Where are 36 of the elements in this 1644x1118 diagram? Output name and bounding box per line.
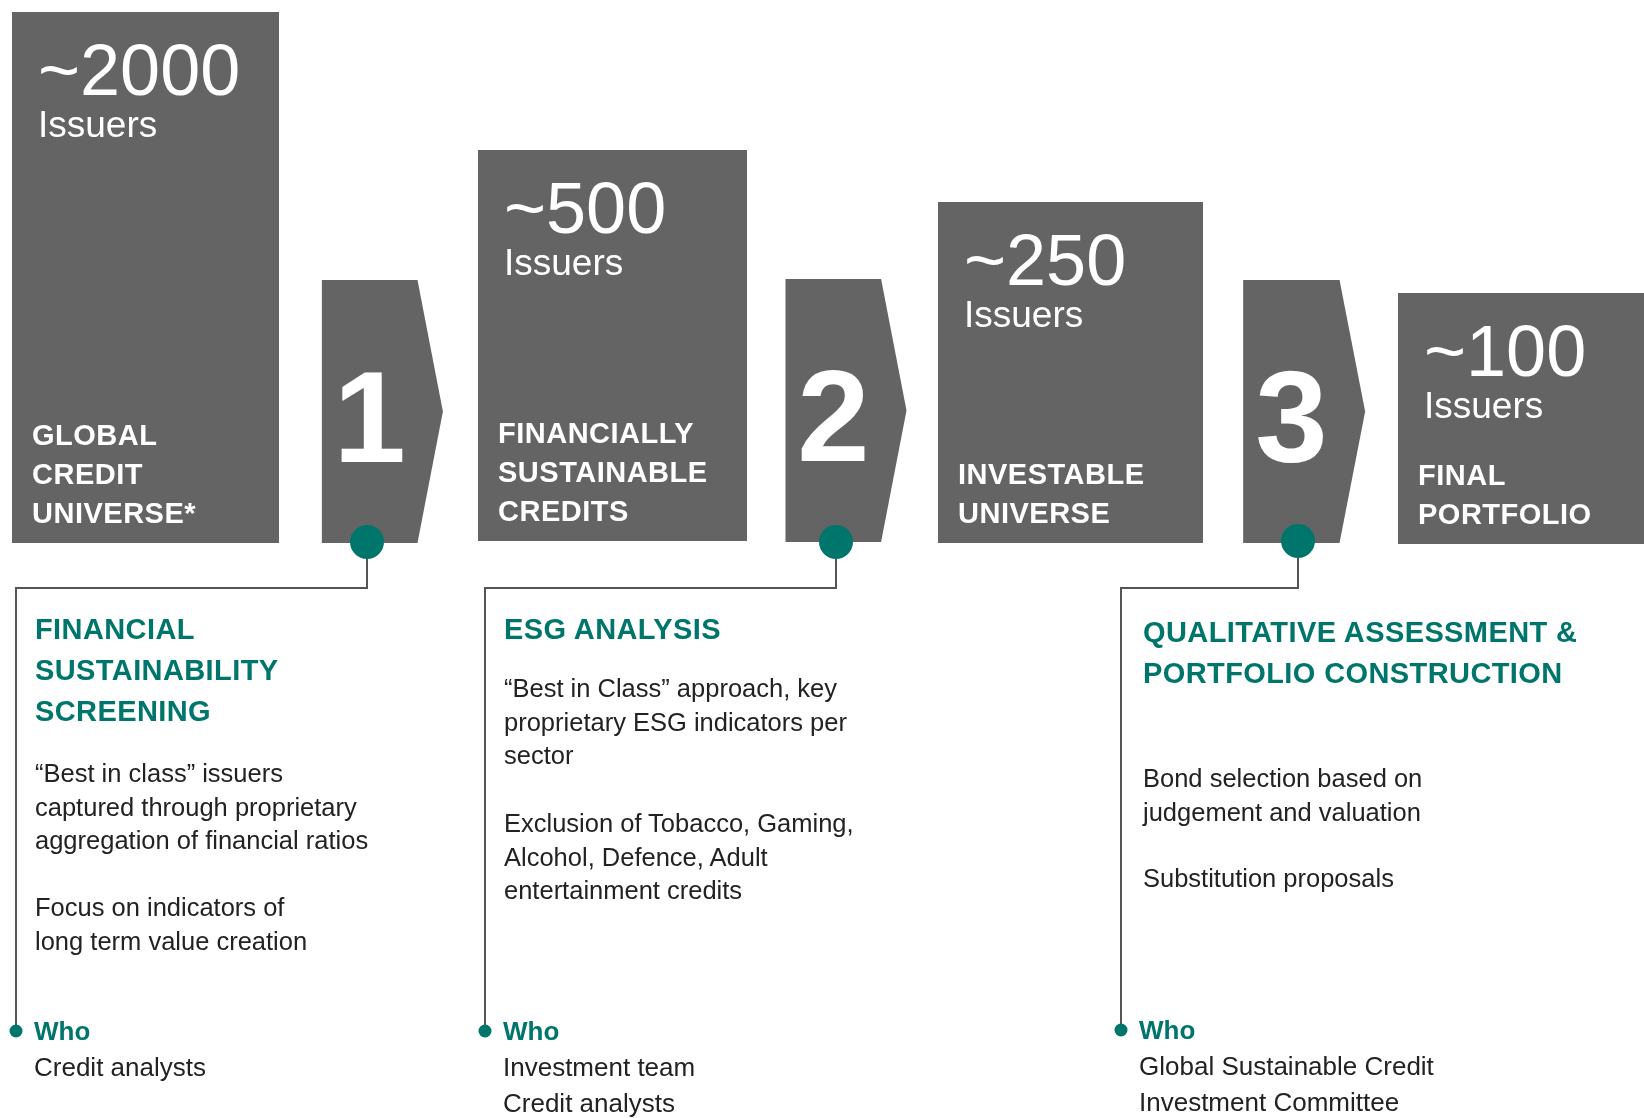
step-dot (350, 525, 384, 559)
stage-title: FINAL PORTFOLIO (1418, 458, 1593, 532)
issuer-count-box (478, 150, 747, 541)
step-heading: QUALITATIVE ASSESSMENT & PORTFOLIO CONSTRUCTION (1143, 615, 1579, 691)
issuer-count-box (938, 202, 1203, 543)
step-description: Exclusion of Tobacco, Gaming, Alcohol, Defence, Adult entertainment credits (504, 808, 855, 906)
issuer-count-box (12, 12, 279, 543)
step-description: “Best in Class” approach, key proprietary ESG indicators per sector (504, 673, 848, 771)
connector-line (478, 558, 837, 1038)
step-chevron (321, 280, 443, 543)
stage-title: GLOBAL CREDIT UNIVERSE* (32, 418, 198, 531)
step-chevron (1243, 280, 1366, 543)
responsible-party: Credit analysts (503, 1087, 676, 1118)
step-heading: ESG ANALYSIS (504, 612, 722, 647)
step-description: “Best in class” issuers captured through proprietary aggregation of financial ratios (35, 758, 370, 856)
who-heading: Who (503, 1015, 561, 1048)
connector-line (1114, 557, 1299, 1037)
responsible-party: Credit analysts (34, 1051, 207, 1084)
stage-title: FINANCIALLY SUSTAINABLE CREDITS (498, 416, 709, 529)
step-dot (819, 525, 853, 559)
step-number: 3 (1254, 351, 1329, 482)
step-heading: FINANCIAL SUSTAINABILITY SCREENING (35, 612, 279, 729)
who-heading: Who (34, 1015, 92, 1048)
who-heading: Who (1139, 1014, 1197, 1047)
step-description: Bond selection based on judgement and valuation (1143, 763, 1424, 828)
stage-title: INVESTABLE UNIVERSE (958, 457, 1146, 531)
issuer-count-box (1398, 293, 1644, 544)
responsible-party: Global Sustainable Credit Investment Committee (1139, 1050, 1435, 1118)
step-description: Focus on indicators of long term value creation (35, 892, 309, 957)
connector-line (9, 558, 368, 1038)
step-number: 1 (332, 351, 407, 482)
step-number: 2 (796, 350, 871, 481)
step-dot (1281, 524, 1315, 558)
step-description: Substitution proposals (1143, 863, 1395, 894)
step-chevron (785, 279, 907, 542)
responsible-party: Investment team (503, 1051, 697, 1084)
